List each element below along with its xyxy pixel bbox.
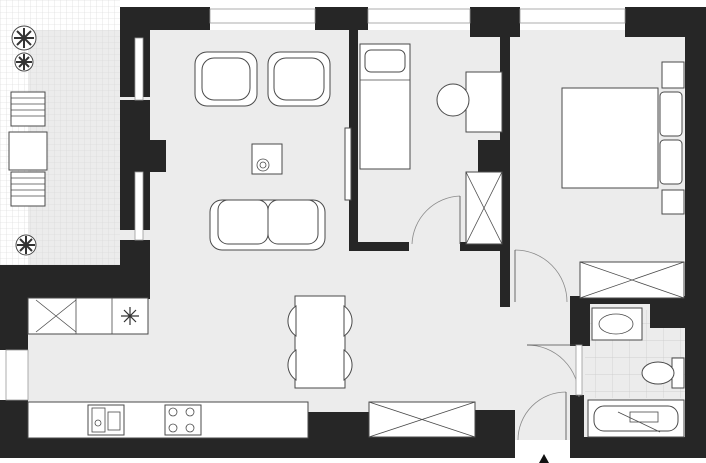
hall-wardrobe [368, 401, 476, 438]
kitchen-counter [27, 401, 309, 439]
plant-icon [11, 25, 37, 51]
door-panel [344, 127, 352, 201]
plant-icon [14, 52, 34, 72]
bedroom-wardrobe [579, 261, 685, 299]
toilet [641, 357, 685, 389]
washbasin [591, 307, 643, 341]
snowflake-icon [121, 307, 139, 325]
armchair [267, 51, 331, 107]
door-small-bedroom[interactable] [411, 195, 461, 245]
door-bathroom[interactable] [526, 344, 583, 398]
single-bed [359, 43, 411, 170]
door-bedroom[interactable] [514, 249, 568, 303]
outer-walls [0, 7, 706, 458]
bathtub [587, 399, 685, 438]
entrance-arrow-icon [539, 454, 549, 463]
armchair [194, 51, 258, 107]
desk-chair [436, 71, 503, 133]
windows [5, 8, 626, 401]
plant-icon [15, 234, 37, 256]
side-table [251, 143, 283, 175]
dining-table [287, 295, 353, 389]
balcony-furniture [8, 91, 48, 207]
door-entrance[interactable] [517, 391, 567, 441]
wardrobe [465, 171, 503, 245]
sofa [209, 199, 326, 251]
double-bed [561, 61, 685, 215]
interior-walls [349, 30, 652, 440]
